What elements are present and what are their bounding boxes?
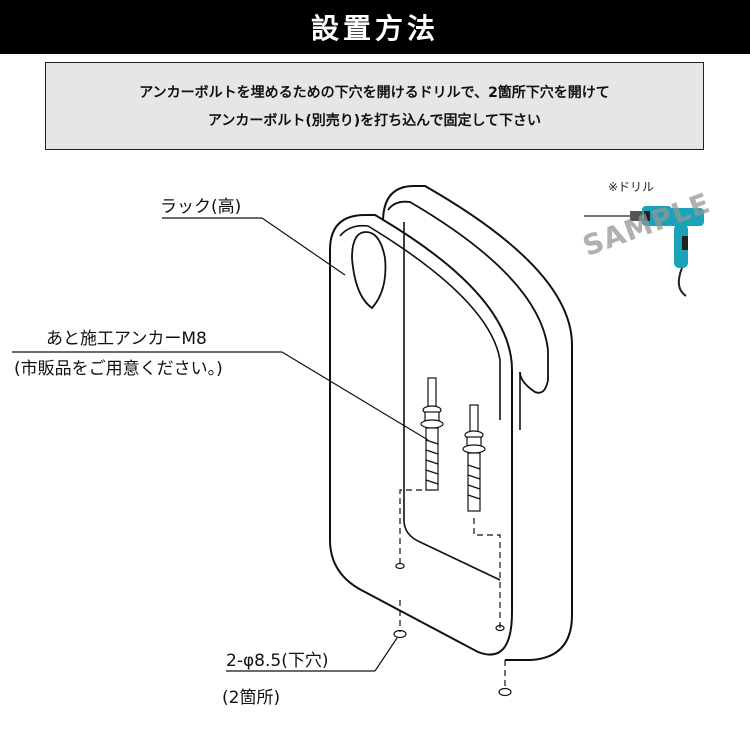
drill-illustration: ※ドリル SAMPLE [578, 178, 728, 300]
instruction-line-1: アンカーボルトを埋めるための下穴を開けるドリルで、2箇所下穴を開けて [139, 85, 610, 101]
anchor-label-line1: あと施工アンカーM8 [46, 329, 207, 349]
installation-diagram: ラック(高) あと施工アンカーM8 (市販品をご用意ください。) 2-φ8.5(… [12, 185, 573, 708]
anchor-label-line2: (市販品をご用意ください。) [14, 359, 223, 379]
page-title: 設置方法 [310, 12, 439, 45]
rack-back-handle [387, 200, 549, 394]
hole-marker-1 [395, 562, 405, 570]
hole-count: (2箇所) [222, 688, 280, 708]
hole-guide-right [473, 518, 501, 628]
drill-icon [584, 206, 704, 297]
floor-hole-2 [498, 687, 512, 697]
title-bar: 設置方法 [0, 0, 750, 54]
floor-hole-1 [393, 629, 407, 639]
rack-inner-base [403, 222, 501, 581]
instruction-box: アンカーボルトを埋めるための下穴を開けるドリルで、2箇所下穴を開けて アンカーボ… [45, 62, 704, 150]
hole-marker-2 [495, 624, 505, 632]
anchor-bolt-right [462, 404, 486, 512]
rack-back-panel [382, 185, 573, 661]
instruction-line-2: アンカーボルト(別売り)を打ち込んで固定して下さい [207, 113, 542, 129]
hole-label: 2-φ8.5(下穴) [226, 651, 328, 671]
anchor-bolt-left [420, 377, 444, 491]
rack-label: ラック(高) [160, 197, 241, 217]
drill-caption: ※ドリル [608, 180, 655, 194]
rack-front-handle [351, 231, 387, 310]
hole-guide-left [399, 489, 432, 565]
rack-front-panel [329, 214, 513, 656]
rack-front-inner-loop [339, 224, 501, 420]
